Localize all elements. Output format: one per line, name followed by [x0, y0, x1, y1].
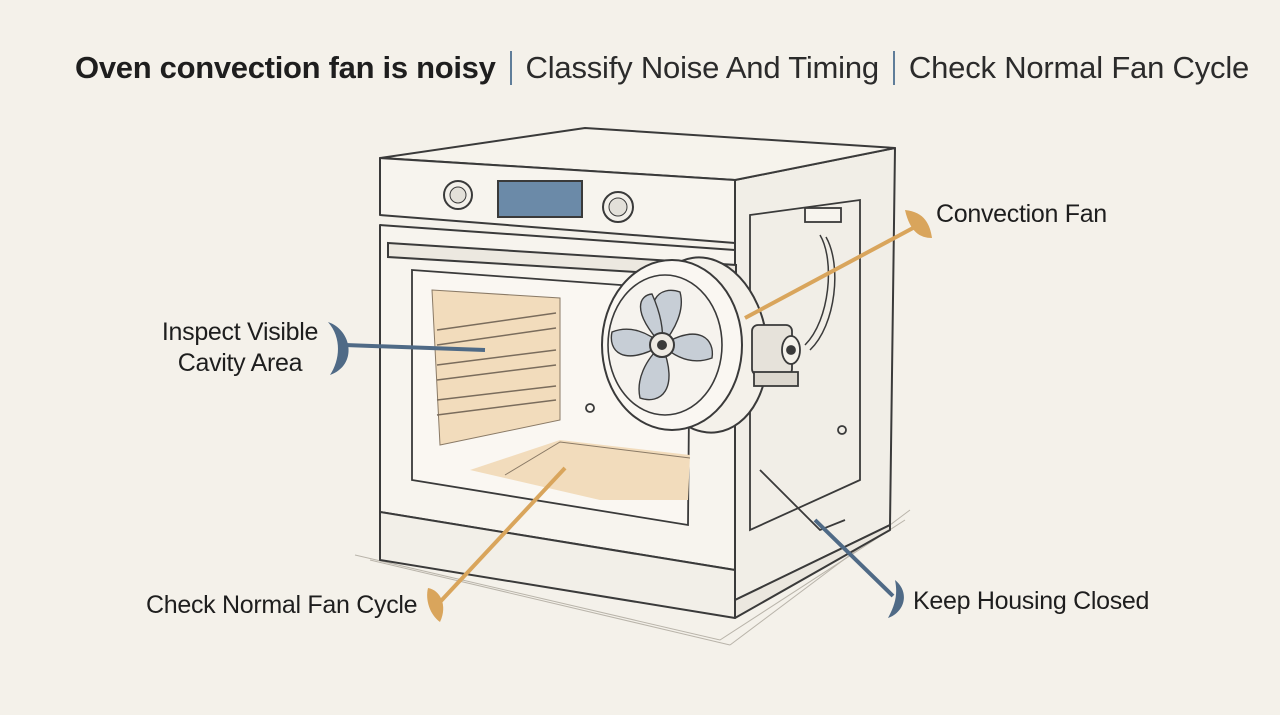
convection-fan-label: Convection Fan	[936, 200, 1107, 228]
callout-pointers	[328, 210, 932, 622]
display-panel	[497, 180, 583, 218]
fan-motor-icon	[751, 324, 801, 387]
inspect-cavity-label: Inspect Visible Cavity Area	[150, 317, 330, 379]
side-housing	[585, 198, 861, 532]
fan-cycle-pointer	[438, 466, 567, 604]
inspect-cavity-pointer-tip	[328, 322, 349, 375]
check-fan-cycle-label: Check Normal Fan Cycle	[146, 591, 418, 619]
breadcrumb-separator	[509, 51, 512, 85]
inspect-cavity-label-line-1: Inspect Visible	[161, 318, 319, 346]
convection-fan-icon	[601, 256, 769, 434]
control-panel	[443, 180, 634, 223]
keep-housing-closed-label: Keep Housing Closed	[913, 587, 1150, 615]
keep-housing-pointer	[813, 518, 895, 598]
fan-cycle-pointer-tip	[427, 588, 444, 622]
inspect-cavity-pointer	[344, 343, 486, 352]
breadcrumb-step-2: Check Normal Fan Cycle	[908, 50, 1250, 85]
convection-fan-pointer-tip	[905, 210, 932, 238]
header: Oven convection fan is noisy Classify No…	[75, 48, 1249, 88]
keep-housing-pointer-tip	[888, 580, 904, 618]
breadcrumb-step-1: Classify Noise And Timing	[525, 50, 880, 85]
page-title: Oven convection fan is noisy	[75, 50, 496, 85]
inspect-cavity-label-line-2: Cavity Area	[177, 349, 303, 377]
breadcrumb-separator	[892, 51, 895, 85]
convection-fan-pointer	[744, 226, 914, 320]
